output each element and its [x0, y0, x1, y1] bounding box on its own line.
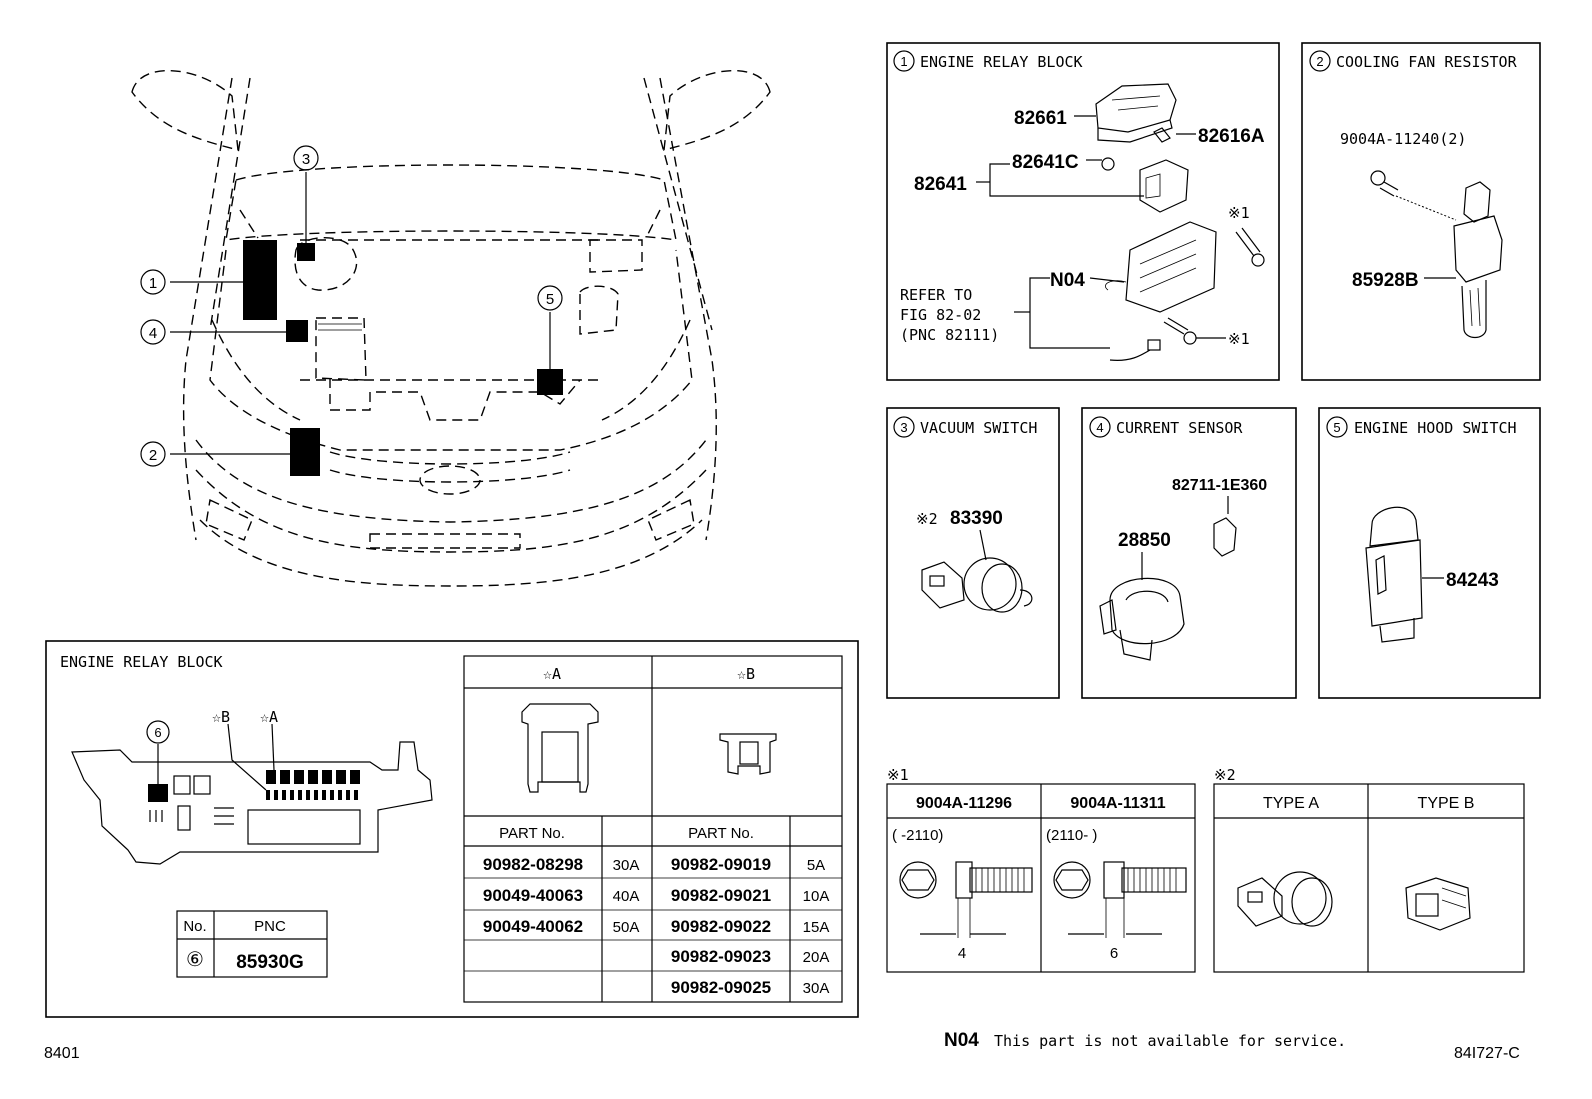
footer: 8401 N04 This part is not available for … [44, 1030, 1520, 1062]
callout-2: 2 [149, 447, 157, 464]
part-label-a: PART No. [499, 825, 565, 842]
pnc-header-pnc: PNC [254, 918, 286, 935]
panel4-title: CURRENT SENSOR [1116, 419, 1243, 437]
footer-page-code: 8401 [44, 1045, 80, 1062]
note-mark-1b: ※1 [1228, 330, 1250, 348]
svg-text:5: 5 [1333, 420, 1340, 435]
svg-text:4: 4 [1096, 420, 1103, 435]
part-N04: N04 [1050, 270, 1085, 291]
part-82661: 82661 [1014, 108, 1067, 129]
part-82641C: 82641C [1012, 152, 1079, 173]
star-b-label: ☆B [212, 708, 230, 726]
note2-type-b: TYPE B [1418, 795, 1475, 812]
fuse-b-amp-4: 20A [803, 949, 830, 966]
refer-line-1: REFER TO [900, 286, 972, 304]
panel3-title: VACUUM SWITCH [920, 419, 1037, 437]
fuse-a-part-2: 90049-40063 [483, 886, 583, 905]
svg-text:1: 1 [900, 54, 907, 69]
fuse-a-amp-3: 50A [613, 919, 640, 936]
vehicle-overview: 1 3 4 5 2 [131, 70, 771, 587]
relay-block-detail: ENGINE RELAY BLOCK 6 ☆B [45, 640, 859, 1018]
part-84243: 84243 [1446, 570, 1499, 591]
footer-figure-code: 84I727-C [1454, 1045, 1520, 1062]
note2-type-a: TYPE A [1263, 795, 1319, 812]
fuse-head-b: ☆B [737, 665, 755, 683]
part-label-b: PART No. [688, 825, 754, 842]
note1-dim-2: 6 [1110, 945, 1118, 962]
part-82711-1E360: 82711-1E360 [1172, 477, 1267, 494]
refer-line-3: (PNC 82111) [900, 326, 999, 344]
note1-range-1: ( -2110) [892, 827, 943, 844]
note-mark-1a: ※1 [1228, 204, 1250, 222]
fuse-b-amp-1: 5A [807, 857, 825, 874]
fuse-a-part-1: 90982-08298 [483, 855, 583, 874]
fuse-b-part-2: 90982-09021 [671, 886, 771, 905]
svg-text:2: 2 [1316, 54, 1323, 69]
svg-text:3: 3 [900, 420, 907, 435]
fuse-b-part-4: 90982-09023 [671, 947, 771, 966]
fuse-table-rows: 90982-08298 30A 90982-09019 5A 90049-400… [483, 855, 829, 997]
part-82641: 82641 [914, 174, 967, 195]
fuse-b-part-3: 90982-09022 [671, 917, 771, 936]
note1-range-2: (2110- ) [1046, 827, 1097, 844]
svg-text:6: 6 [154, 725, 161, 740]
fuse-a-amp-2: 40A [613, 888, 640, 905]
relay-block-title: ENGINE RELAY BLOCK [60, 653, 223, 671]
panel5-title: ENGINE HOOD SWITCH [1354, 419, 1517, 437]
note1-col-1: 9004A-11296 [916, 795, 1012, 812]
note2-mark: ※2 [1214, 766, 1236, 784]
panel-current-sensor: 4 CURRENT SENSOR 82711-1E360 28850 [1081, 407, 1297, 699]
pnc-header-no: No. [183, 918, 206, 935]
panel-engine-hood-switch: 5 ENGINE HOOD SWITCH 84243 [1318, 407, 1541, 699]
star-a-label: ☆A [260, 708, 278, 726]
footer-note: This part is not available for service. [994, 1032, 1346, 1050]
fuse-b-amp-3: 15A [803, 919, 830, 936]
footer-n04: N04 [944, 1030, 979, 1051]
part-28850: 28850 [1118, 530, 1171, 551]
part-85928B: 85928B [1352, 270, 1419, 291]
note-1-bolts: ※1 9004A-11296 9004A-11311 ( -2110) (211… [886, 766, 1196, 973]
panel2-title: COOLING FAN RESISTOR [1336, 53, 1518, 71]
callout-5: 5 [546, 291, 554, 308]
part-9004A-11240: 9004A-11240(2) [1340, 130, 1466, 148]
fuse-b-part-1: 90982-09019 [671, 855, 771, 874]
fuse-b-part-5: 90982-09025 [671, 978, 771, 997]
callout-1: 1 [149, 275, 157, 292]
note-mark-2: ※2 [916, 510, 938, 528]
note-2-types: ※2 TYPE A TYPE B [1213, 766, 1525, 973]
pnc-row-value: 85930G [236, 952, 304, 973]
panel1-title: ENGINE RELAY BLOCK [920, 53, 1083, 71]
refer-line-2: FIG 82-02 [900, 306, 981, 324]
note1-dim-1: 4 [958, 945, 966, 962]
note1-col-2: 9004A-11311 [1070, 795, 1165, 812]
fuse-head-a: ☆A [543, 665, 561, 683]
fuse-a-part-3: 90049-40062 [483, 917, 583, 936]
pnc-row-no: ⑥ [186, 949, 204, 971]
part-82616A: 82616A [1198, 126, 1265, 147]
panel-engine-relay-block: 1 ENGINE RELAY BLOCK 826 [886, 42, 1280, 381]
fuse-b-amp-2: 10A [803, 888, 830, 905]
callout-4: 4 [149, 325, 157, 342]
panel-vacuum-switch: 3 VACUUM SWITCH ※2 83390 [886, 407, 1060, 699]
callout-3: 3 [302, 151, 310, 168]
fuse-b-amp-5: 30A [803, 980, 830, 997]
panel-cooling-fan-resistor: 2 COOLING FAN RESISTOR 9004A-11240(2) 85… [1301, 42, 1541, 381]
fuse-a-amp-1: 30A [613, 857, 640, 874]
note1-mark: ※1 [887, 766, 909, 784]
part-83390: 83390 [950, 508, 1003, 529]
